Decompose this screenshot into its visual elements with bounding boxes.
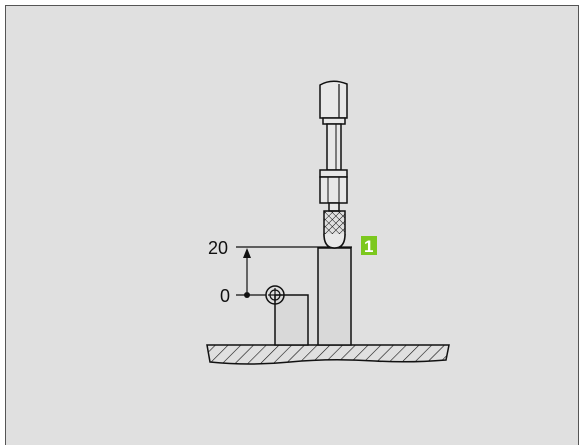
diagram-frame: [5, 5, 579, 445]
base-plate: [206, 344, 450, 365]
datum-target-icon: [265, 285, 285, 305]
callout-1-label: 1: [364, 237, 373, 256]
callout-1: 1: [361, 236, 377, 256]
measured-block: [317, 247, 352, 346]
dimension-arrow: [243, 248, 251, 292]
zero-reference-line: [236, 292, 266, 298]
reference-block: [274, 294, 309, 346]
probe-stylus: [319, 80, 348, 212]
knurled-tip-icon: [323, 210, 346, 249]
height-label-20: 20: [208, 238, 228, 258]
height-label-0: 0: [220, 286, 230, 306]
